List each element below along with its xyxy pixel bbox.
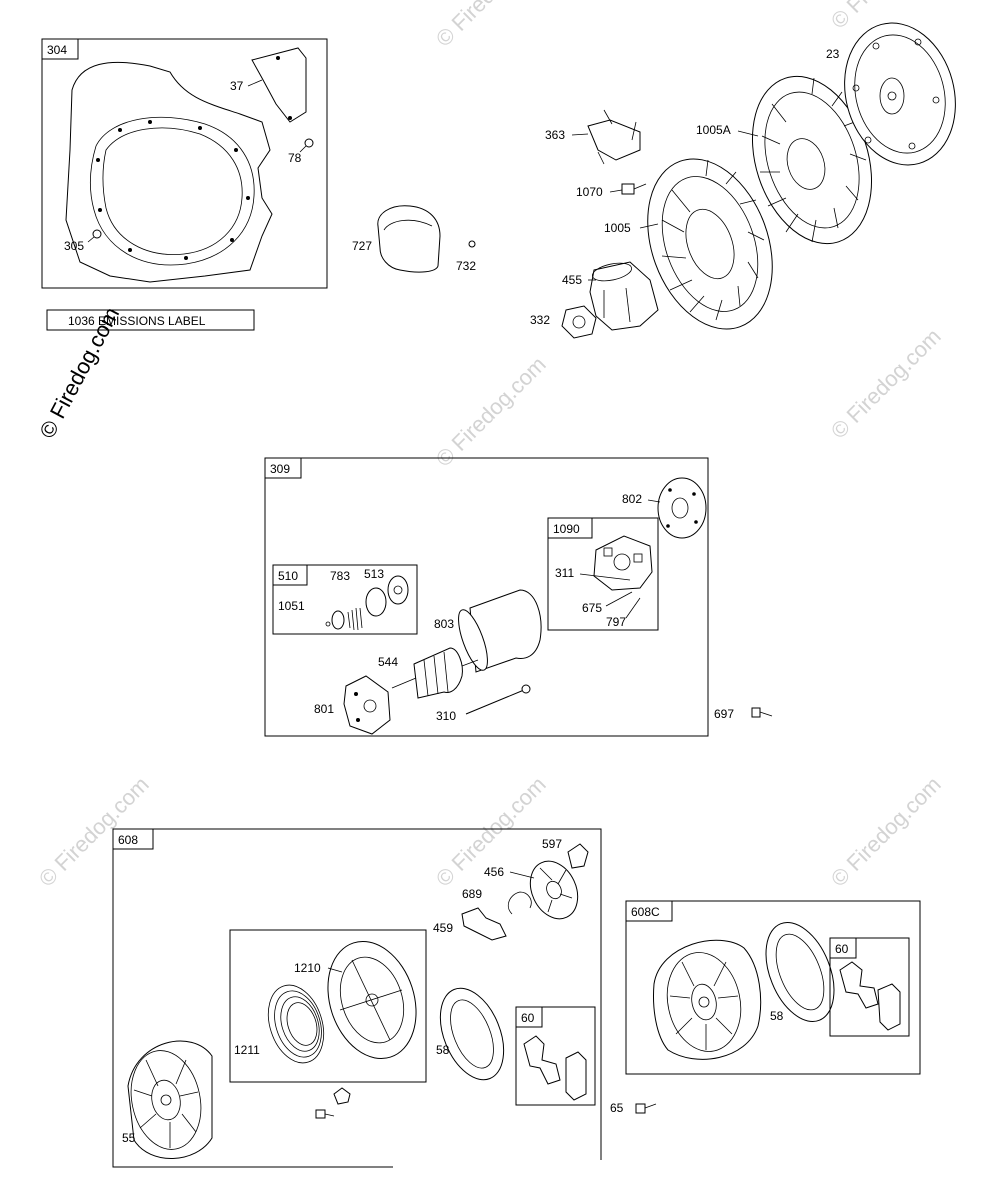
assembly-608c: 608C 58 60: [625, 900, 921, 1075]
callout-513: 513: [364, 567, 384, 581]
callout-456: 456: [484, 865, 504, 879]
blower-housing-part: [65, 61, 273, 283]
handle-608c-part: [839, 961, 901, 1031]
bolt-1070-part: [621, 183, 647, 195]
cup-455-part: [589, 261, 659, 331]
callout-65: 65: [610, 1101, 624, 1115]
thru-bolt-310-part: [465, 684, 531, 715]
callout-37: 37: [230, 79, 244, 93]
endcap-801-part: [343, 675, 391, 735]
assembly-608: 608 597 456 689 459 1210: [112, 828, 602, 1168]
callout-459: 459: [433, 921, 453, 935]
fan-1005-part: [647, 158, 773, 330]
callout-697: 697: [714, 707, 734, 721]
housing-803-part: [458, 589, 542, 673]
callout-689: 689: [462, 887, 482, 901]
cup-456-part: [529, 860, 579, 920]
spring-1211-part: [267, 984, 325, 1064]
screw-732-part: [468, 240, 476, 248]
box-label-608: 608: [118, 833, 138, 847]
pawl-459-part: [461, 907, 507, 941]
screw-65-part: [635, 1103, 657, 1114]
screw-78-part: [299, 138, 314, 153]
decal-58-part: [439, 987, 505, 1081]
callout-783: 783: [330, 569, 350, 583]
callout-55: 55: [122, 1131, 136, 1145]
callout-1005: 1005: [604, 221, 631, 235]
callout-1210: 1210: [294, 961, 321, 975]
callout-727: 727: [352, 239, 372, 253]
callout-597: 597: [542, 837, 562, 851]
brush-plate-part: [593, 535, 653, 591]
watermark: © Firedog.com: [826, 772, 946, 892]
callout-455: 455: [562, 273, 582, 287]
callout-797: 797: [606, 615, 626, 629]
armature-544-part: [391, 647, 479, 699]
callout-1211: 1211: [234, 1043, 260, 1057]
assembly-309: 309 802 1090 311 675 797 510: [264, 457, 709, 737]
callout-732: 732: [456, 259, 476, 273]
plate-part: [251, 47, 307, 123]
callout-310: 310: [436, 709, 456, 723]
callout-803: 803: [434, 617, 454, 631]
screw-697-part: [751, 707, 773, 718]
callout-675: 675: [582, 601, 602, 615]
box-label-510: 510: [278, 569, 298, 583]
plate-802-part: [657, 477, 707, 539]
emissions-label-box: [46, 309, 255, 331]
callout-363: 363: [545, 128, 565, 142]
cover-727-part: [377, 205, 441, 273]
callout-332: 332: [530, 313, 550, 327]
callout-802: 802: [622, 492, 642, 506]
callout-1005a: 1005A: [696, 123, 731, 137]
assembly-304: 304 37 78 305: [41, 38, 328, 289]
handle-60-part: [523, 1035, 587, 1101]
box-label-60: 60: [521, 1011, 535, 1025]
box-label-304: 304: [47, 43, 67, 57]
callout-801: 801: [314, 702, 334, 716]
callout-78: 78: [288, 151, 302, 165]
decal-608c-part: [765, 921, 835, 1023]
flywheel-group: 363 1070 1005 1005A: [530, 22, 956, 339]
callout-1051: 1051: [278, 599, 305, 613]
callout-58-608c: 58: [770, 1009, 784, 1023]
box-label-60-608c: 60: [835, 942, 849, 956]
box-label-608c: 608C: [631, 905, 660, 919]
watermark: © Firedog.com: [431, 0, 551, 52]
callout-544: 544: [378, 655, 398, 669]
screw-597-part: [567, 843, 589, 869]
clip-689-part: [507, 891, 532, 915]
screw-part: [315, 1087, 351, 1119]
housing-55-part: [127, 1040, 213, 1159]
watermark: © Firedog.com: [826, 324, 946, 444]
watermark: © Firedog.com: [431, 352, 551, 472]
box-label-309: 309: [270, 462, 290, 476]
callout-305: 305: [64, 239, 84, 253]
flywheel-23-part: [844, 22, 956, 166]
screw-305-part: [87, 229, 102, 243]
pulley-1210-part: [327, 940, 417, 1060]
callout-311: 311: [555, 566, 574, 580]
callout-1070: 1070: [576, 185, 603, 199]
callout-58: 58: [436, 1043, 450, 1057]
callout-23: 23: [826, 47, 840, 61]
housing-608c-part: [653, 939, 762, 1060]
bracket-363-part: [587, 109, 641, 165]
emissions-label: 1036 EMISSIONS LABEL: [68, 314, 206, 328]
drive-gear-part: [325, 575, 409, 631]
nut-332-part: [561, 305, 597, 339]
box-label-1090: 1090: [553, 522, 580, 536]
fan-1005a-part: [751, 75, 873, 245]
